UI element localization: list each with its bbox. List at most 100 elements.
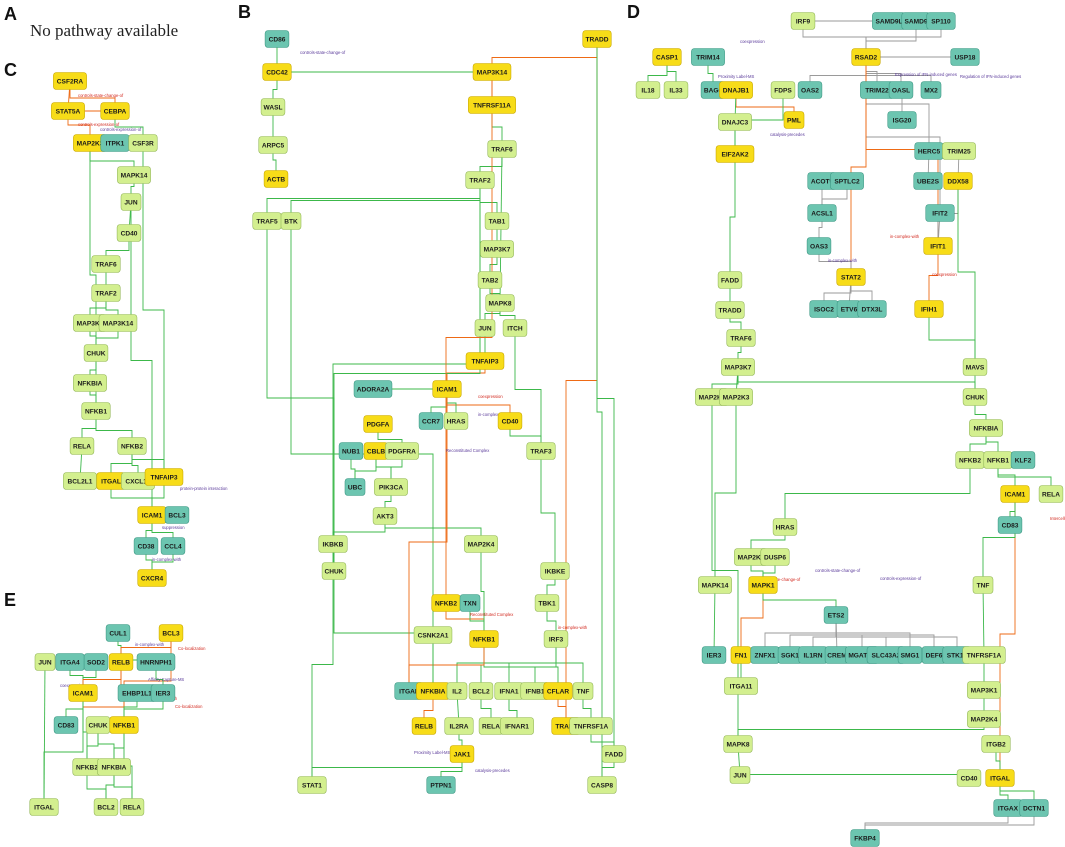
panel-letter-e: E bbox=[4, 590, 16, 610]
node-label: RELA bbox=[73, 443, 91, 450]
node-txn: TXN bbox=[459, 594, 481, 612]
node-label: TNFRSF1A bbox=[967, 652, 1002, 659]
node-label: DEF6 bbox=[926, 652, 943, 659]
node-box bbox=[717, 271, 743, 289]
node-eif2ak2: EIF2AK2 bbox=[715, 145, 755, 163]
edge-label: protein-protein interaction bbox=[180, 486, 228, 491]
node-box bbox=[723, 735, 753, 753]
node-box bbox=[469, 630, 499, 648]
edge-D_ICAM1-D_ITGAL bbox=[999, 494, 1016, 778]
node-label: MAP3K14 bbox=[477, 69, 508, 76]
node-label: MAP2K3 bbox=[77, 140, 104, 147]
node-box bbox=[569, 717, 613, 735]
node-jun: JUN bbox=[120, 193, 142, 211]
node-box bbox=[164, 506, 190, 524]
node-label: CEBPA bbox=[104, 108, 127, 115]
node-hras: HRAS bbox=[443, 412, 469, 430]
edge-B_MAP2K4-B_NFKB1 bbox=[480, 544, 485, 639]
node-box bbox=[715, 301, 745, 319]
node-nfkb2: NFKB2 bbox=[72, 758, 102, 776]
node-ifih1: IFIH1 bbox=[914, 300, 944, 318]
node-label: TRAF5 bbox=[256, 218, 278, 225]
edge-D_ETS2-D_STK10 bbox=[835, 615, 958, 655]
node-tnfaip3: TNFAIP3 bbox=[144, 468, 184, 486]
node-il18: IL18 bbox=[635, 81, 661, 99]
node-box bbox=[985, 769, 1015, 787]
node-box bbox=[73, 374, 107, 392]
edge-D_DDX58-D_MAVS bbox=[957, 181, 976, 367]
node-label: TRAF6 bbox=[491, 146, 513, 153]
node-box bbox=[465, 171, 495, 189]
node-itgal: ITGAL bbox=[29, 798, 59, 816]
node-oas3: OAS3 bbox=[806, 237, 832, 255]
node-box bbox=[943, 172, 973, 190]
node-box bbox=[857, 300, 887, 318]
node-ets2: ETS2 bbox=[823, 606, 849, 624]
node-box bbox=[443, 412, 469, 430]
node-box bbox=[133, 537, 159, 555]
node-label: ITGAL bbox=[101, 478, 121, 485]
node-box bbox=[53, 716, 79, 734]
node-box bbox=[851, 48, 881, 66]
edge-label: controls-expression-of bbox=[78, 122, 120, 127]
node-ehbp1l1: EHBP1L1 bbox=[117, 684, 157, 702]
node-label: TRAF2 bbox=[469, 177, 491, 184]
node-box bbox=[497, 412, 523, 430]
node-box bbox=[426, 776, 456, 794]
edge-label: Expression of IFN-induced genes bbox=[895, 72, 957, 77]
node-label: TNFRSF1A bbox=[574, 723, 609, 730]
node-label: PDGFA bbox=[367, 421, 390, 428]
node-smg1: SMG1 bbox=[897, 646, 923, 664]
node-arpc5: ARPC5 bbox=[258, 136, 288, 154]
node-label: CSNK2A1 bbox=[418, 632, 449, 639]
node-label: ITGAL bbox=[34, 804, 54, 811]
node-il2ra: IL2RA bbox=[444, 717, 474, 735]
node-label: RSAD2 bbox=[855, 54, 878, 61]
edge-D_ICAM1-D_TNF bbox=[982, 494, 1016, 585]
node-map2k3: MAP2K3 bbox=[73, 134, 107, 152]
node-box bbox=[726, 329, 756, 347]
node-box bbox=[888, 81, 914, 99]
edge-label: coexpression bbox=[478, 394, 503, 399]
node-itgax: ITGAX bbox=[993, 799, 1023, 817]
node-label: MAP3K14 bbox=[103, 320, 134, 327]
node-nfkbia: NFKBIA bbox=[73, 374, 107, 392]
node-box bbox=[719, 388, 753, 406]
node-sp110: SP110 bbox=[926, 12, 956, 30]
node-irf3: IRF3 bbox=[543, 630, 569, 648]
node-label: CSF3R bbox=[132, 140, 154, 147]
node-label: SMG1 bbox=[901, 652, 920, 659]
node-box bbox=[280, 212, 302, 230]
node-rela: RELA bbox=[478, 717, 504, 735]
node-acsl1: ACSL1 bbox=[807, 204, 837, 222]
node-samd9: SAMD9 bbox=[901, 12, 931, 30]
node-label: MAPK1 bbox=[751, 582, 774, 589]
node-label: BAG6 bbox=[704, 87, 723, 94]
node-box bbox=[526, 442, 556, 460]
node-cul1: CUL1 bbox=[105, 624, 131, 642]
node-tnf: TNF bbox=[972, 576, 994, 594]
edge-label: in-complex-with bbox=[890, 234, 920, 239]
node-nfkb1: NFKB1 bbox=[81, 402, 111, 420]
node-box bbox=[830, 172, 864, 190]
node-label: NUB1 bbox=[342, 448, 360, 455]
node-chuk: CHUK bbox=[321, 562, 347, 580]
node-box bbox=[465, 352, 505, 370]
node-label: TRAF6 bbox=[95, 261, 117, 268]
node-jun: JUN bbox=[729, 766, 751, 784]
node-box bbox=[823, 606, 849, 624]
node-sod2: SOD2 bbox=[83, 653, 109, 671]
node-label: TNF bbox=[577, 688, 590, 695]
edge-label: controls-expression-of bbox=[880, 576, 922, 581]
node-label: JUN bbox=[124, 199, 137, 206]
node-casp1: CASP1 bbox=[652, 48, 682, 66]
node-box bbox=[446, 682, 468, 700]
node-box bbox=[790, 12, 816, 30]
node-box bbox=[474, 319, 496, 337]
node-box bbox=[1010, 451, 1036, 469]
node-slc43a2: SLC43A2 bbox=[866, 646, 906, 664]
node-box bbox=[967, 681, 1001, 699]
node-label: ICAM1 bbox=[142, 512, 163, 519]
panel-letter-a: A bbox=[4, 4, 17, 24]
